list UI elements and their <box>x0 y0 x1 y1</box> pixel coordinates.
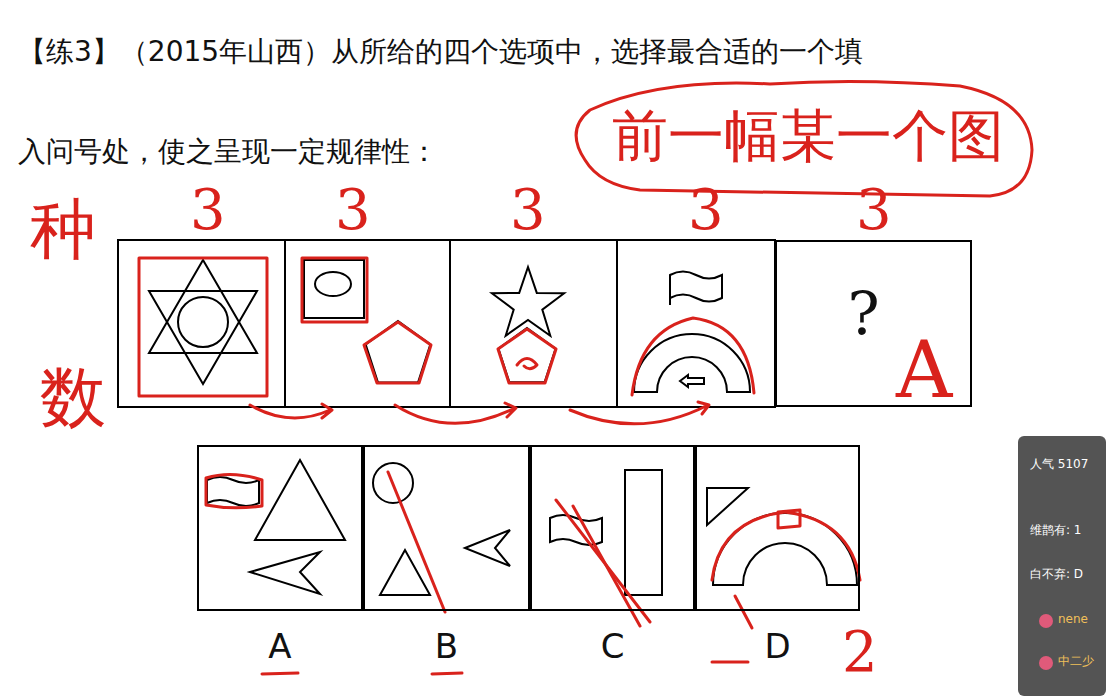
handwritten-count: 3 <box>510 178 546 242</box>
handwritten-note: 种 <box>30 192 96 268</box>
question-row <box>118 240 775 407</box>
handwritten-count: 3 <box>190 178 226 242</box>
chat-text: 维鹊有: 1 <box>1030 524 1082 538</box>
handwritten-count: 3 <box>856 178 892 242</box>
chat-panel <box>1018 436 1106 696</box>
question-text: 【练3】（2015年山西）从所给的四个选项中，选择最合适的一个填 <box>18 36 863 68</box>
handwritten-note: 数 <box>40 360 106 436</box>
option-cell: A <box>197 445 363 611</box>
handwritten-note: 前一幅某一个图 <box>612 104 1004 168</box>
handwritten-note: 2 <box>842 620 878 684</box>
chat-text: 中二少 <box>1058 655 1094 669</box>
question-text: 入问号处，使之呈现一定规律性： <box>18 136 438 168</box>
option-figures <box>207 460 857 595</box>
option-letter: C <box>532 629 693 663</box>
option-letter: D <box>697 629 858 663</box>
option-cell: C <box>530 445 695 611</box>
chat-text: 白不弃: D <box>1030 568 1083 582</box>
question-mark: ? <box>757 284 970 344</box>
handwritten-count: 3 <box>688 178 724 242</box>
chat-text: 人气 5107 <box>1030 458 1088 472</box>
handwritten-answer: A <box>896 326 952 416</box>
red-annotations <box>139 81 1032 674</box>
option-cell: D <box>695 445 860 611</box>
chat-text: nene <box>1058 613 1088 627</box>
option-cell: B <box>363 445 530 611</box>
handwritten-count: 3 <box>335 178 371 242</box>
option-letter: B <box>365 629 528 663</box>
option-letter: A <box>199 629 361 663</box>
question-cell: ? <box>775 240 972 407</box>
